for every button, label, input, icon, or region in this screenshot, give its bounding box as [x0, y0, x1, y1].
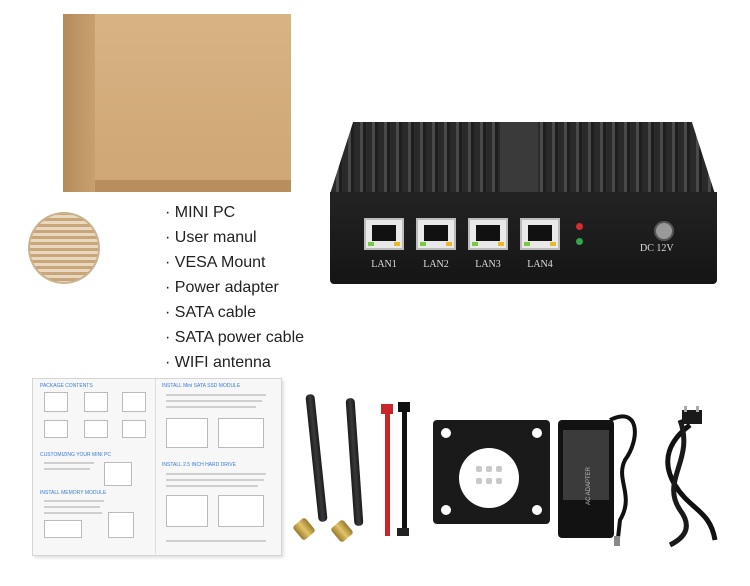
manual-text-line — [166, 485, 258, 487]
vesa-hole — [532, 505, 542, 515]
package-item: · SATA cable — [165, 304, 256, 321]
package-item: · SATA power cable — [165, 329, 305, 346]
lan-label: LAN2 — [423, 259, 449, 270]
power-led-red — [576, 223, 583, 230]
manual-heading: CUSTOMIZING YOUR MINI PC — [40, 452, 111, 458]
manual-illustration — [166, 495, 208, 527]
manual-text-line — [166, 473, 266, 475]
package-list: · MINI PC · User manul · VESA Mount · Po… — [165, 200, 304, 375]
lan-label: LAN4 — [527, 259, 553, 270]
manual-text-line — [166, 479, 264, 481]
manual-text-line — [166, 400, 262, 402]
sata-power-cable — [402, 410, 407, 530]
status-led-green — [576, 238, 583, 245]
sata-cable — [385, 412, 390, 536]
manual-text-line — [166, 540, 266, 542]
cardboard-box-side — [63, 14, 95, 192]
screw — [486, 466, 492, 472]
power-cable — [609, 406, 718, 548]
antenna-connector — [330, 518, 354, 544]
lan-port-1 — [364, 218, 404, 250]
screw — [476, 478, 482, 484]
manual-heading: PACKAGE CONTENTS — [40, 383, 93, 389]
lan-label: LAN1 — [371, 259, 397, 270]
manual-illustration — [218, 495, 264, 527]
vesa-hole — [441, 428, 451, 438]
manual-text-line — [44, 468, 90, 470]
wifi-antenna — [305, 393, 328, 523]
package-item: · MINI PC — [165, 204, 236, 221]
screw — [496, 478, 502, 484]
sata-power-connector — [398, 402, 410, 412]
dc-label: DC 12V — [640, 243, 674, 254]
manual-illustration — [166, 418, 208, 448]
lan-port-4 — [520, 218, 560, 250]
screw — [496, 466, 502, 472]
manual-illustration — [84, 392, 108, 412]
package-item: · VESA Mount — [165, 254, 266, 271]
screw — [486, 478, 492, 484]
sata-connector — [381, 404, 393, 414]
lan-port-3 — [468, 218, 508, 250]
package-item: · User manul — [165, 229, 257, 246]
manual-heading: INSTALL Mini SATA SSD MODULE — [162, 383, 241, 389]
manual-heading: INSTALL 2.5 INCH HARD DRIVE — [162, 462, 236, 468]
manual-text-line — [166, 406, 256, 408]
adapter-text: AC ADAPTER — [586, 466, 592, 505]
package-item: · WIFI antenna — [165, 354, 271, 371]
manual-illustration — [44, 520, 82, 538]
manual-text-line — [44, 512, 102, 514]
package-item: · Power adapter — [165, 279, 279, 296]
dc-power-jack — [654, 221, 674, 241]
manual-illustration — [122, 392, 146, 412]
adapter-label-plate — [563, 430, 609, 500]
vesa-hole — [441, 505, 451, 515]
manual-fold — [155, 378, 156, 554]
lan-port-2 — [416, 218, 456, 250]
antenna-connector — [292, 516, 316, 542]
manual-text-line — [44, 462, 94, 464]
wifi-antenna — [345, 397, 364, 527]
cardboard-detail-image — [28, 212, 100, 284]
cardboard-box — [95, 14, 291, 182]
screw — [476, 466, 482, 472]
manual-text-line — [166, 394, 266, 396]
manual-illustration — [44, 420, 68, 438]
manual-text-line — [44, 506, 100, 508]
manual-text-line — [44, 500, 104, 502]
vesa-hole — [532, 428, 542, 438]
lan-label: LAN3 — [475, 259, 501, 270]
manual-illustration — [108, 512, 134, 538]
manual-heading: INSTALL MEMORY MODULE — [40, 490, 107, 496]
mini-pc-ridge — [500, 122, 538, 194]
manual-illustration — [84, 420, 108, 438]
sata-power-plug — [397, 528, 409, 536]
manual-illustration — [218, 418, 264, 448]
manual-illustration — [122, 420, 146, 438]
manual-illustration — [44, 392, 68, 412]
manual-illustration — [104, 462, 132, 486]
cardboard-box-front — [95, 180, 291, 192]
